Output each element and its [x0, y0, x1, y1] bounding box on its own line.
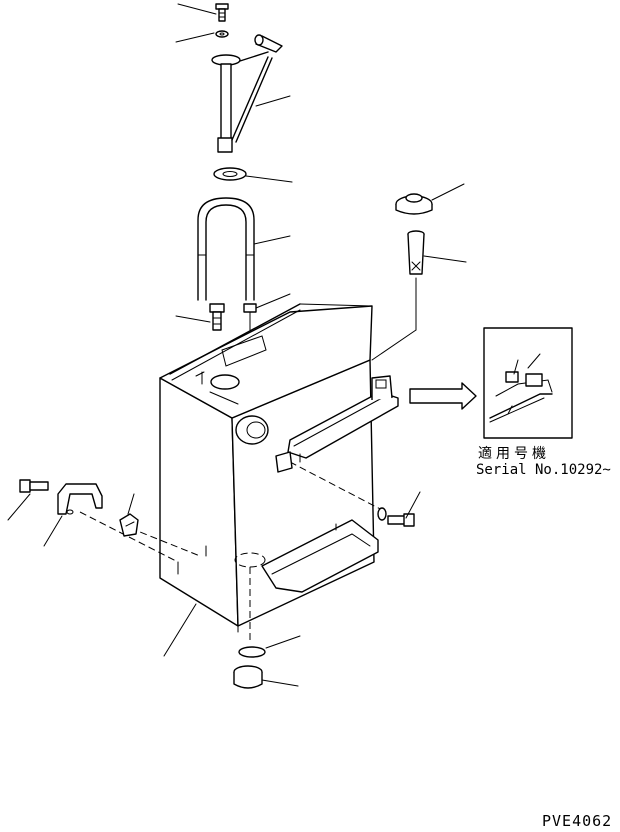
- filler-port: [235, 415, 269, 445]
- leader-lines: [7, 3, 467, 687]
- fuel-gauge-sender: [211, 34, 283, 153]
- callout-arrow: [409, 382, 477, 410]
- lower-step: [261, 519, 379, 593]
- fuel-tank: [159, 303, 375, 633]
- mount-hidden-lines: [79, 461, 387, 575]
- drain-gasket: [238, 646, 266, 658]
- gauge-gasket: [213, 167, 247, 181]
- fuel-strainer: [407, 230, 425, 275]
- breather-cap: [395, 193, 433, 215]
- left-bracket: [57, 483, 103, 515]
- mount-bolt-right: [243, 303, 257, 331]
- drawing-code: PVE4062: [542, 812, 612, 830]
- mount-bolt-left: [209, 303, 225, 331]
- top-bolt: [215, 3, 229, 22]
- upper-step: [275, 375, 399, 473]
- applicability-label: 適用号機: [478, 445, 550, 462]
- drain-plug: [233, 665, 263, 689]
- serial-label: Serial No.10292~: [476, 462, 611, 478]
- clip: [119, 513, 139, 537]
- left-bolt: [19, 479, 49, 493]
- step-bolt: [387, 513, 415, 527]
- step-washer: [377, 507, 387, 521]
- inset-detail: [483, 327, 573, 439]
- u-bolt: [197, 197, 255, 301]
- top-washer: [215, 30, 229, 38]
